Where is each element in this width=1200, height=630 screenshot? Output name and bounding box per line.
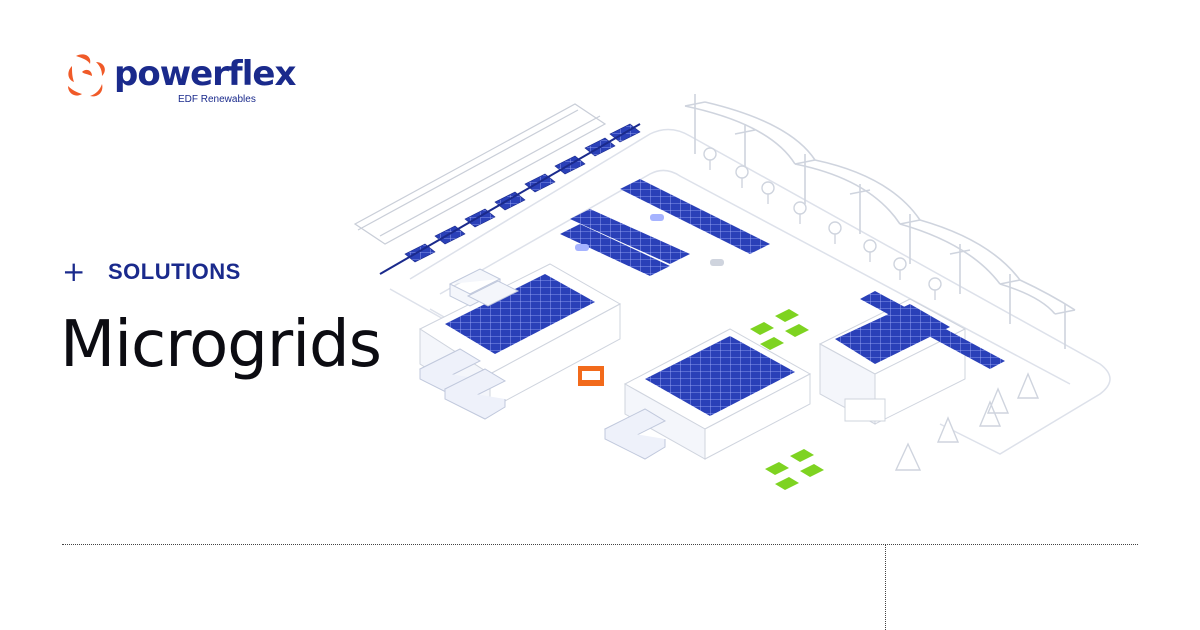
microgrid-campus-illustration bbox=[353, 94, 1111, 490]
page-title: Microgrids bbox=[60, 308, 382, 382]
brand-name: powerflex bbox=[114, 54, 296, 94]
powerflex-logo[interactable]: powerflex EDF Renewables bbox=[62, 52, 302, 112]
eyebrow-label: SOLUTIONS bbox=[108, 259, 241, 284]
storage-containers bbox=[448, 268, 520, 307]
power-lines bbox=[684, 94, 1076, 349]
trees bbox=[703, 147, 1040, 471]
section-divider bbox=[62, 544, 1138, 545]
warehouse-right bbox=[818, 291, 1005, 425]
brand-subtitle: EDF Renewables bbox=[178, 94, 256, 105]
trucks bbox=[418, 348, 667, 460]
carport-solar bbox=[560, 179, 770, 276]
pasture-fence bbox=[353, 103, 607, 245]
ev-charging-areas bbox=[750, 309, 824, 490]
section-eyebrow: + SOLUTIONS bbox=[62, 256, 241, 288]
ground-mount-solar-array bbox=[379, 123, 641, 275]
sunburst-logo-icon bbox=[68, 54, 105, 97]
plus-icon: + bbox=[62, 255, 86, 288]
column-divider bbox=[885, 545, 886, 630]
